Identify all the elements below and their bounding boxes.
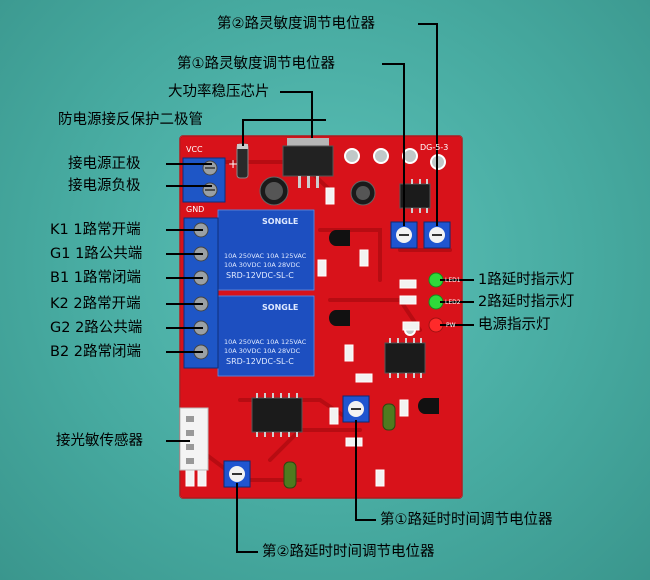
label-sensor: 接光敏传感器	[56, 433, 143, 449]
leader-lines	[166, 23, 474, 553]
label-pot1-delay: 第①路延时时间调节电位器	[380, 512, 553, 528]
smd-components	[185, 187, 420, 487]
relay2-model: SRD-12VDC-SL-C	[226, 357, 294, 366]
electrolytic-capacitors	[259, 176, 376, 206]
silk-vcc: VCC	[186, 145, 203, 154]
ic-chips	[251, 183, 431, 433]
silk-led1: LED1	[445, 277, 461, 284]
label-led1: 1路延时指示灯	[478, 272, 575, 288]
regulator-chip	[282, 138, 334, 188]
relay1-brand: SONGLE	[262, 217, 299, 226]
label-pot1-sensitivity: 第①路灵敏度调节电位器	[177, 56, 335, 72]
relay1-model: SRD-12VDC-SL-C	[226, 271, 294, 280]
label-pot2-sensitivity: 第②路灵敏度调节电位器	[217, 16, 375, 32]
silk-model: DG-5-3	[420, 143, 449, 152]
label-vcc-positive: 接电源正极	[68, 156, 141, 172]
power-terminal	[182, 157, 226, 203]
label-k2: K2 2路常开端	[50, 296, 141, 312]
sensor-connector	[179, 407, 209, 471]
label-b1: B1 1路常闭端	[50, 270, 142, 286]
label-g2: G2 2路公共端	[50, 320, 143, 336]
label-k1: K1 1路常开端	[50, 222, 141, 238]
label-led2: 2路延时指示灯	[478, 294, 575, 310]
relay1-spec1: 10A 250VAC 10A 125VAC	[224, 252, 307, 260]
relay2-brand: SONGLE	[262, 303, 299, 312]
label-g1: G1 1路公共端	[50, 246, 143, 262]
label-regulator: 大功率稳压芯片	[168, 84, 270, 100]
relay-1	[217, 209, 315, 291]
transistors	[329, 230, 439, 414]
relay-2	[217, 295, 315, 377]
silk-pw: PW	[446, 322, 456, 329]
label-b2: B2 2路常闭端	[50, 344, 142, 360]
silk-plus: +	[228, 157, 239, 171]
film-capacitors	[283, 403, 396, 489]
label-pot2-delay: 第②路延时时间调节电位器	[262, 544, 435, 560]
protection-diode	[236, 143, 249, 179]
sensitivity-potentiometers	[390, 221, 451, 249]
label-vcc-negative: 接电源负极	[68, 178, 141, 194]
relay2-spec1: 10A 250VAC 10A 125VAC	[224, 338, 307, 346]
relay1-spec2: 10A 30VDC 10A 28VDC	[224, 261, 301, 269]
silk-led2: LED2	[445, 299, 461, 306]
silk-gnd: GND	[186, 205, 205, 214]
label-diode: 防电源接反保护二极管	[58, 112, 203, 128]
label-power-led: 电源指示灯	[478, 317, 551, 333]
relay-terminals	[183, 217, 219, 369]
relay2-spec2: 10A 30VDC 10A 28VDC	[224, 347, 301, 355]
